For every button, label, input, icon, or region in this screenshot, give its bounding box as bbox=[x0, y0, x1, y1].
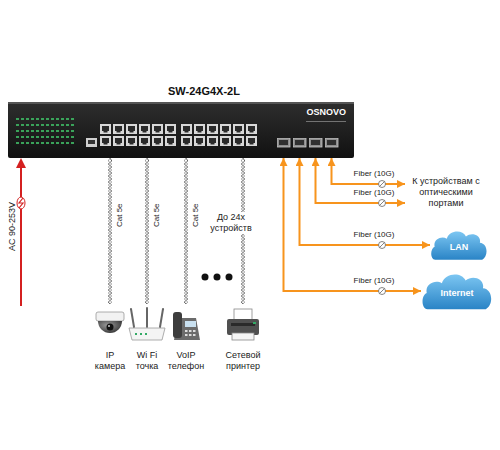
device-name: IP камера bbox=[92, 350, 128, 372]
printer-icon bbox=[227, 309, 259, 340]
target-text: К устройствам с оптическими портами bbox=[405, 176, 487, 209]
cable-label: Cat 5e bbox=[191, 203, 201, 227]
device-node: VoIP телефон bbox=[165, 304, 207, 372]
link-label: Fiber (10G) bbox=[354, 169, 395, 179]
fiber-link bbox=[284, 158, 422, 295]
cable-label: Cat 5e bbox=[115, 203, 125, 227]
cable-label: Cat 5e bbox=[152, 203, 162, 227]
ellipsis-dots bbox=[202, 274, 233, 281]
cat5e-cable bbox=[108, 158, 112, 304]
camera-icon bbox=[96, 312, 124, 333]
device-model: SW-24G4X-2L bbox=[168, 85, 240, 97]
switch-unit: SW-24G4X-2L OSNOVO bbox=[8, 84, 354, 158]
cloud-name: LAN bbox=[450, 242, 469, 252]
link-label: Fiber (10G) bbox=[354, 276, 395, 286]
count-note: До 24х устройств bbox=[206, 212, 256, 234]
link-label: Fiber (10G) bbox=[354, 230, 395, 240]
cat5e-cable bbox=[184, 158, 188, 304]
target-note: К устройствам с оптическими портами bbox=[405, 176, 487, 209]
fiber-link bbox=[316, 158, 406, 207]
cloud-name: Internet bbox=[440, 288, 473, 298]
fiber-link bbox=[300, 158, 431, 249]
device-name: Wi Fi точка bbox=[129, 350, 165, 372]
network-cloud: LAN bbox=[430, 228, 488, 262]
device-name: Сетевой принтер bbox=[220, 350, 266, 372]
cat5e-cable bbox=[145, 158, 149, 304]
link-label: Fiber (10G) bbox=[354, 188, 395, 198]
device-node: Сетевой принтер bbox=[220, 304, 266, 372]
brand-logo: OSNOVO bbox=[306, 107, 346, 117]
fiber-link bbox=[332, 158, 406, 188]
device-name: VoIP телефон bbox=[165, 350, 207, 372]
power-label: AC 90-253V bbox=[7, 201, 18, 250]
device-node: Wi Fi точка bbox=[129, 304, 165, 372]
device-node: IP камера bbox=[92, 304, 128, 372]
power-cable bbox=[16, 158, 26, 306]
network-cloud: Internet bbox=[421, 270, 493, 312]
switch-body bbox=[8, 102, 354, 158]
phone-icon bbox=[173, 312, 200, 340]
router-icon bbox=[129, 308, 165, 340]
